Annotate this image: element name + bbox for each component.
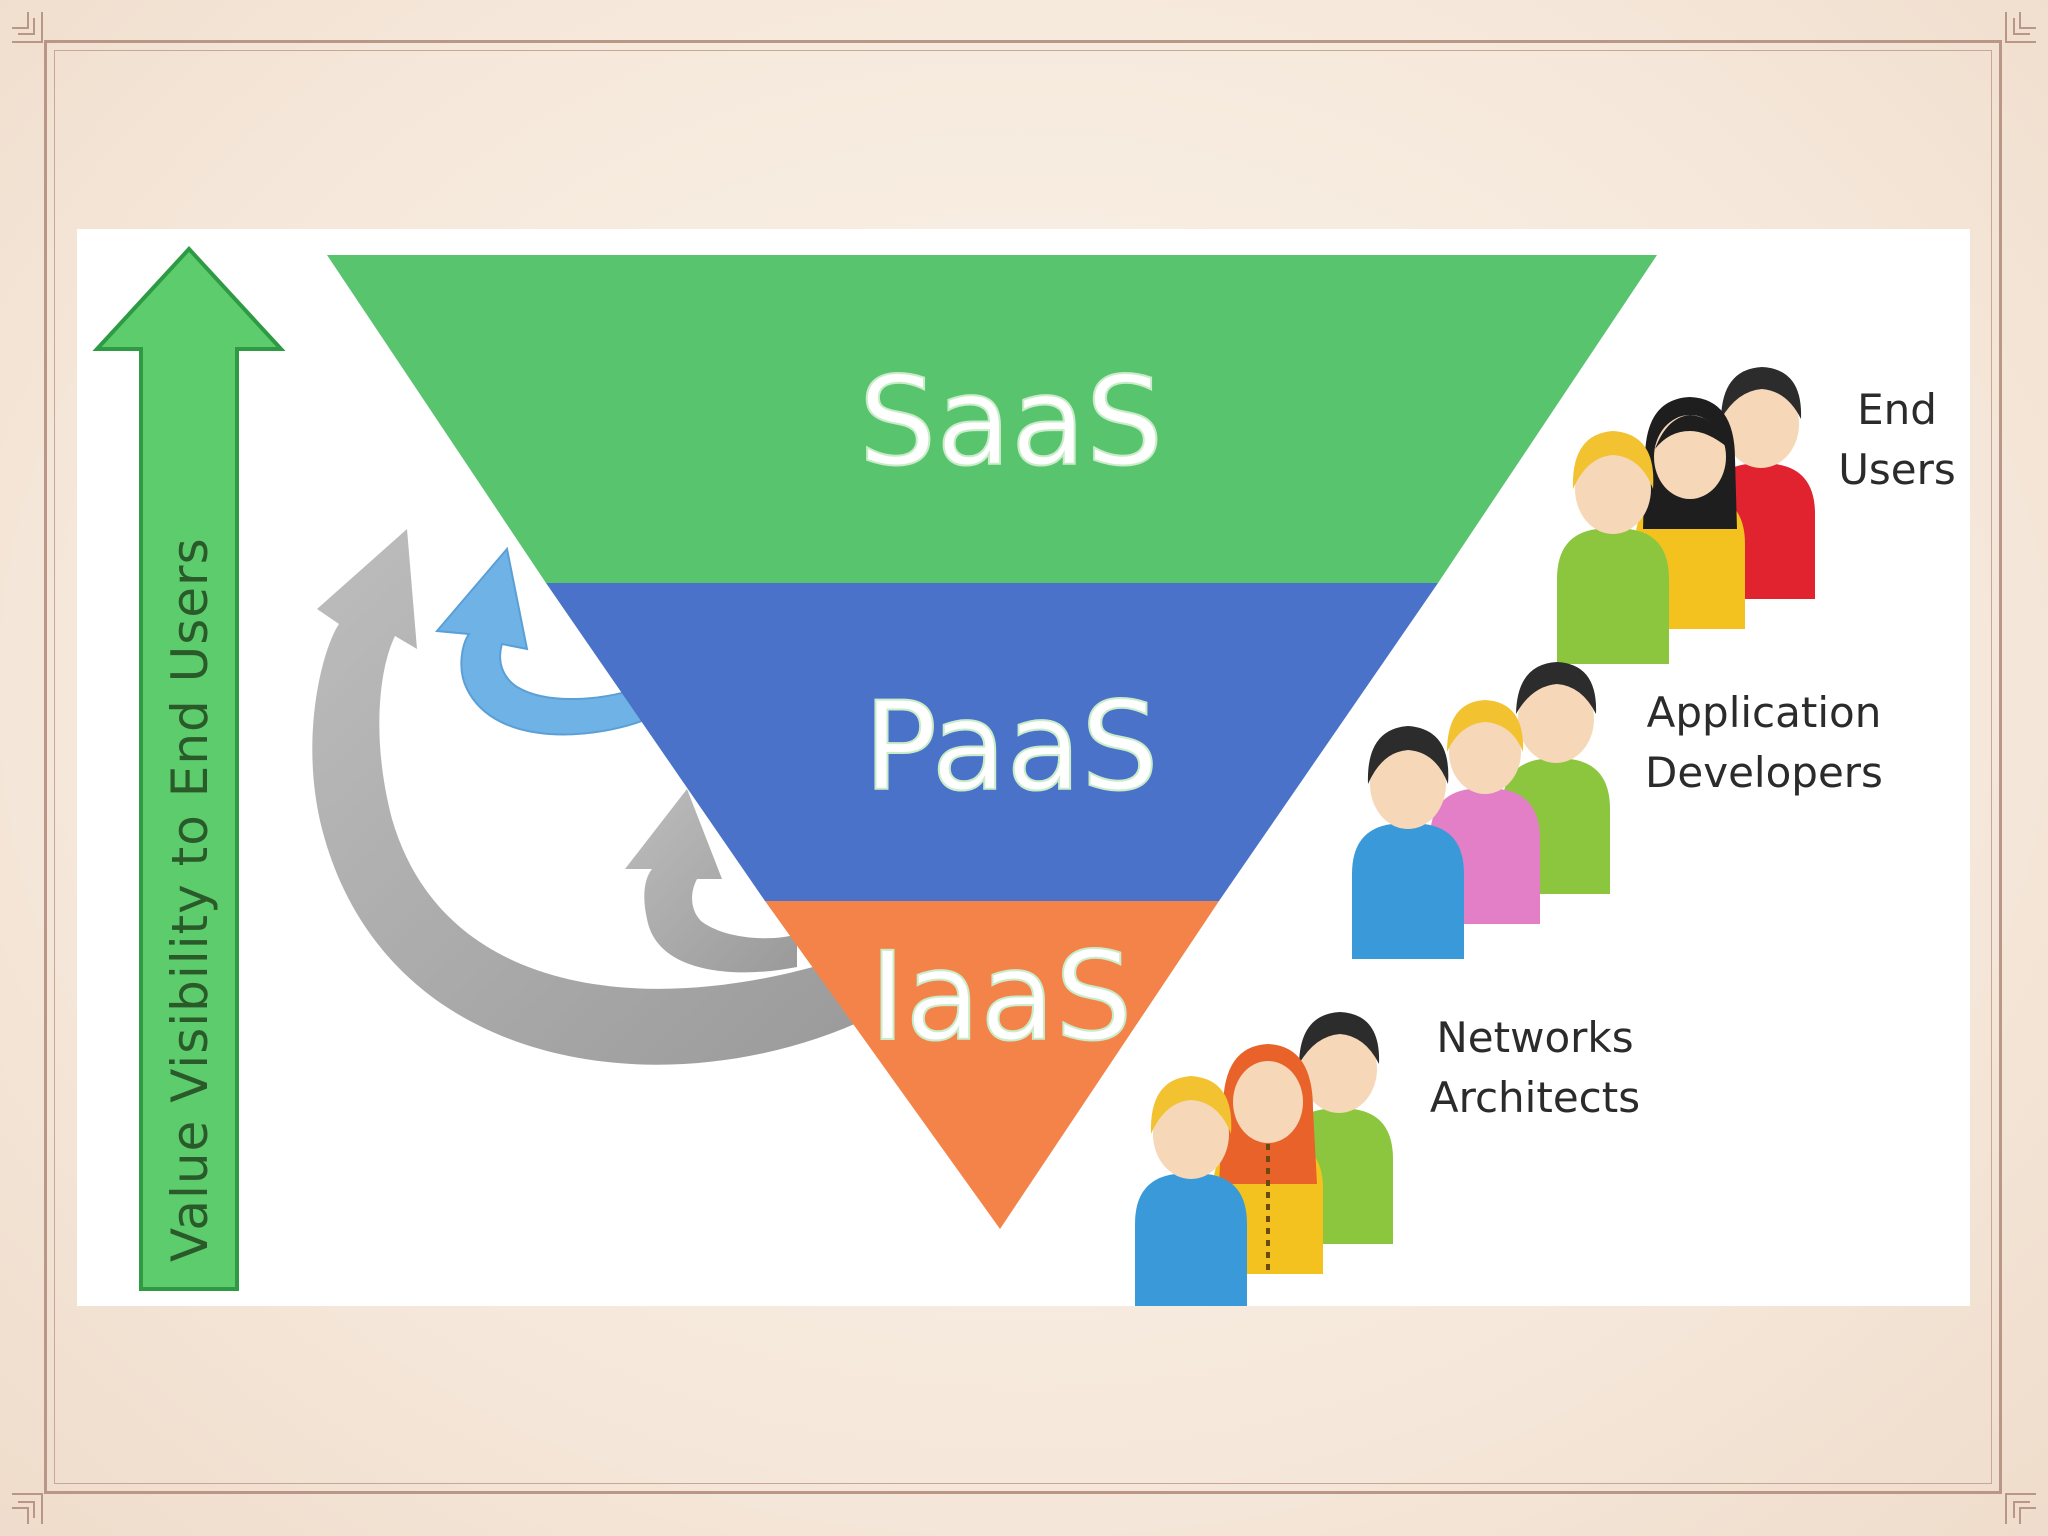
pyramid: SaaS PaaS IaaS [327, 255, 1657, 1229]
end-users-label-line2: Users [1838, 445, 1956, 494]
iaas-label: IaaS [870, 926, 1133, 1068]
networks-architects-people-icon [1135, 1012, 1393, 1306]
networks-architects-label-line1: Networks [1436, 1013, 1633, 1062]
end-users-label-line1: End [1857, 385, 1937, 434]
curved-arrow-blue [434, 546, 649, 736]
end-users-people-icon [1557, 367, 1815, 664]
application-developers-people-icon [1352, 662, 1610, 959]
corner-ornament-top-left [8, 8, 54, 54]
application-developers-label-line1: Application [1647, 688, 1882, 737]
curved-arrow-medium [625, 789, 797, 973]
networks-architects-label-line2: Architects [1430, 1073, 1640, 1122]
application-developers-label-line2: Developers [1645, 748, 1883, 797]
corner-ornament-bottom-left [8, 1482, 54, 1528]
cloud-service-models-diagram: Value Visibility to End Users SaaS PaaS … [77, 229, 1970, 1306]
iaas-layer [765, 901, 1219, 1229]
paas-layer [546, 583, 1438, 901]
curved-arrow-large [312, 529, 870, 1065]
axis-label: Value Visibility to End Users [161, 537, 219, 1262]
slide-frame-inner [54, 50, 1992, 1484]
corner-ornament-top-right [1994, 8, 2040, 54]
saas-layer [327, 255, 1657, 583]
corner-ornament-bottom-right [1994, 1482, 2040, 1528]
slide-frame-outer [44, 40, 2002, 1494]
paas-label: PaaS [863, 676, 1158, 818]
visibility-axis-arrow: Value Visibility to End Users [92, 246, 286, 1291]
saas-label: SaaS [859, 351, 1163, 493]
